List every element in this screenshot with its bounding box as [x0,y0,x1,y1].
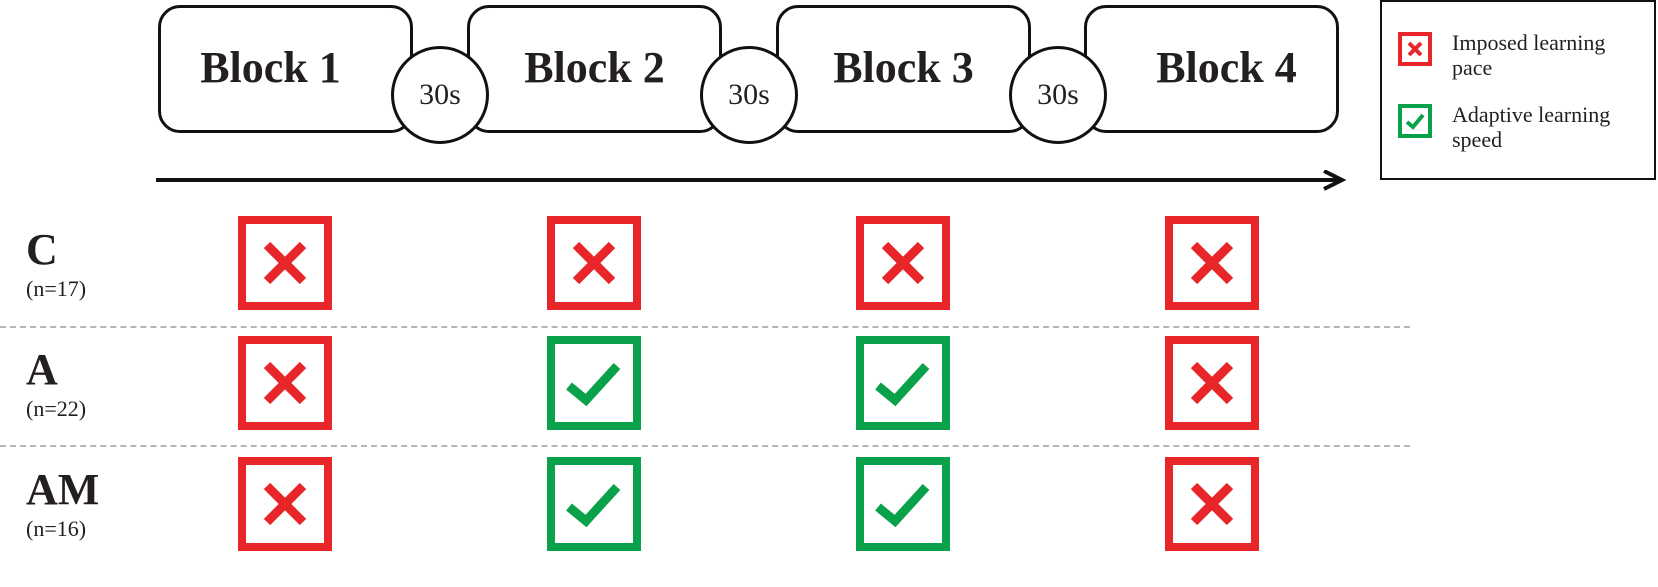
group-c-n: (n=17) [26,276,87,301]
check-icon [856,336,950,430]
block-3: Block 3 [776,5,1031,133]
cross-icon [238,336,332,430]
pause-2: 30s [700,46,798,144]
cell-a-block-2 [547,336,641,430]
group-am-name: AM [26,465,100,514]
pause-1: 30s [391,46,489,144]
pause-1-label: 30s [419,78,461,111]
block-4: Block 4 [1084,5,1339,133]
cell-am-block-1 [238,457,332,551]
group-a-name: A [26,345,58,394]
cell-am-block-2 [547,457,641,551]
cell-a-block-3 [856,336,950,430]
block-2: Block 2 [467,5,722,133]
cross-icon [547,216,641,310]
cell-c-block-4 [1165,216,1259,310]
cell-a-block-4 [1165,336,1259,430]
group-c: C (n=17) [26,228,86,302]
group-a: A (n=22) [26,348,86,422]
group-am-n: (n=16) [26,516,87,541]
group-a-n: (n=22) [26,396,87,421]
cell-c-block-3 [856,216,950,310]
block-4-label: Block 4 [1156,42,1297,92]
check-icon [856,457,950,551]
cross-icon [1165,336,1259,430]
cross-icon [1165,216,1259,310]
check-icon [547,457,641,551]
cross-icon [856,216,950,310]
cross-icon [238,457,332,551]
block-3-label: Block 3 [833,42,974,92]
group-am: AM (n=16) [26,468,99,542]
cross-icon [238,216,332,310]
pause-2-label: 30s [728,78,770,111]
check-icon [547,336,641,430]
block-2-label: Block 2 [524,42,665,92]
block-1-label: Block 1 [200,42,341,92]
cell-a-block-1 [238,336,332,430]
block-1: Block 1 [158,5,413,133]
row-separator [0,445,1410,447]
cell-am-block-4 [1165,457,1259,551]
legend-item-imposed: Imposed learning pace [1398,30,1642,80]
check-icon [1398,104,1432,138]
legend-adaptive-label: Adaptive learning speed [1452,102,1611,152]
pause-3: 30s [1009,46,1107,144]
legend: Imposed learning pace Adaptive learning … [1380,0,1656,180]
cross-icon [1165,457,1259,551]
cell-c-block-1 [238,216,332,310]
group-c-name: C [26,225,58,274]
row-separator [0,326,1410,328]
legend-item-adaptive: Adaptive learning speed [1398,102,1642,152]
legend-imposed-label: Imposed learning pace [1452,30,1606,80]
pause-3-label: 30s [1037,78,1079,111]
cross-icon [1398,32,1432,66]
cell-am-block-3 [856,457,950,551]
cell-c-block-2 [547,216,641,310]
timeline-arrow [156,170,1346,191]
